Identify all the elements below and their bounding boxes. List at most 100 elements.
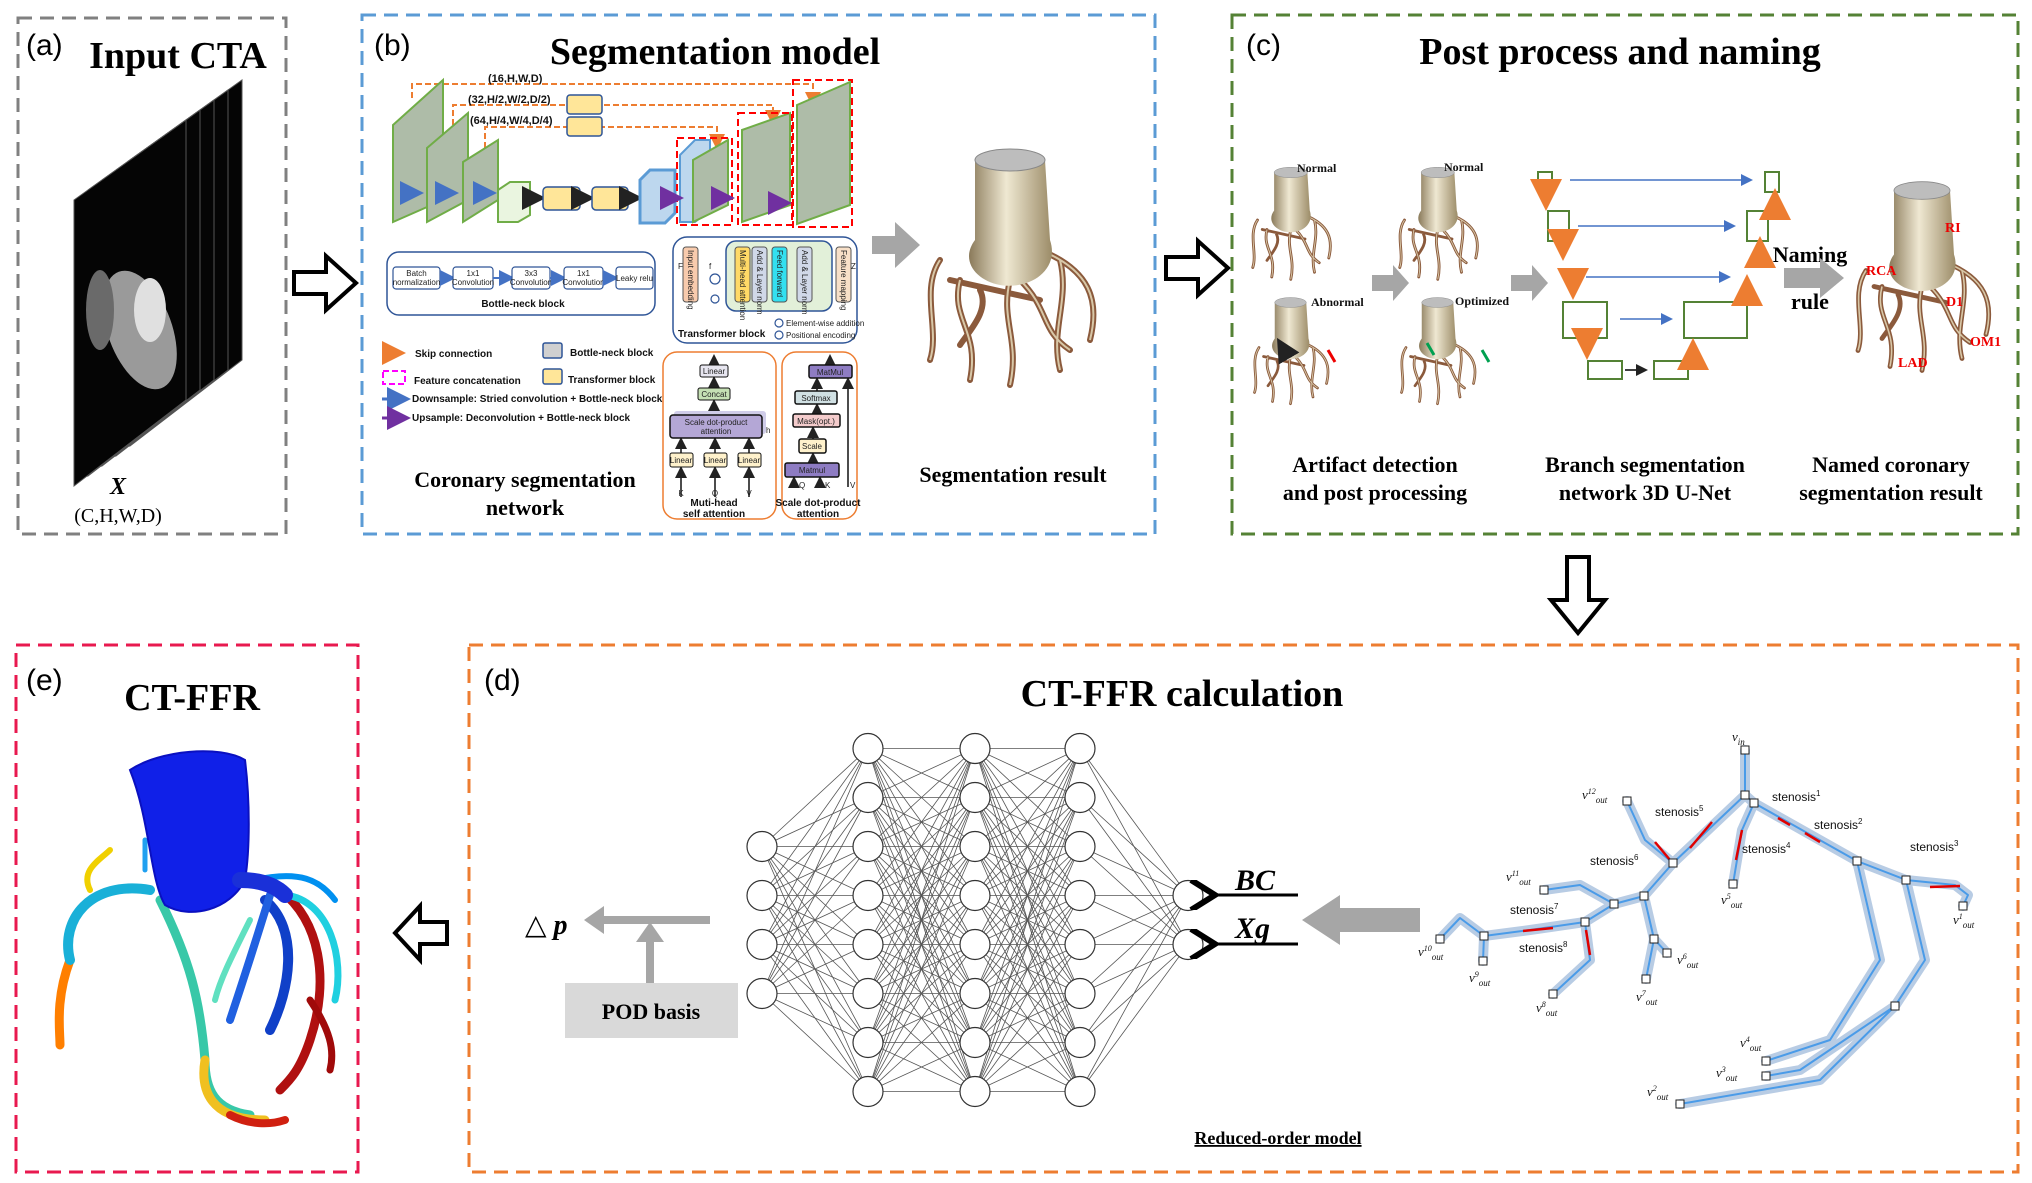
transformer-part [682,246,699,303]
unet-diagram: (16,H,W,D) (32,H/2,W/2,D/2) (64,H/4,W/4,… [392,73,853,228]
vessel-node [1478,956,1488,966]
branch-caption-1: Branch segmentation [1545,452,1745,477]
legend-bottleneck: Bottle-neck block [570,348,654,359]
transformer-part-label: Add & Layer norm [755,250,764,315]
transformer-part [796,246,813,303]
legend-positional-encoding: Positional encoding [786,331,855,340]
vessel-name-om1: OM1 [1970,335,2001,350]
network-caption-line2: network [486,495,565,520]
ct-contrast-region [134,278,166,342]
vessel-node [1548,989,1558,999]
nn-node [959,977,991,1010]
mhsa-linear-q: Linear [704,456,727,465]
sdpa-input-q: Q [799,481,805,490]
flow-variable-label: v5out [1721,892,1743,910]
input-shape: (C,H,W,D) [74,505,162,527]
fixed-arrow-icon [1425,342,1436,356]
stenosis-label: stenosis7 [1510,902,1559,917]
transformer-part-label: Feature mapping [839,250,848,310]
stenosis-segment [1654,841,1671,861]
normal-label-2: Normal [1444,160,1484,174]
vessel-centerline [1439,750,1746,940]
stenosis-label: stenosis4 [1742,841,1791,856]
hollow-arrow-right-icon [1164,236,1231,300]
tf-output-var: Z [851,262,856,271]
panel-d: (d) CT-FFR calculation △ p POD basis BC … [467,643,2020,1174]
panel-a-border [16,16,288,536]
panel-c-label: (c) [1246,29,1281,62]
mhsa-caption-1: Muti-head [690,498,737,509]
pod-basis-label: POD basis [602,999,701,1024]
mhsa-concat: Concat [701,390,727,399]
nn-edge [974,895,1081,1092]
nn-node [1064,781,1096,814]
sdpa-mask: Mask(opt.) [797,417,835,426]
flow-variable-label: v8out [1536,1000,1558,1018]
flow-variable-label: v10out [1418,944,1444,962]
legend-downsample: Downsample: Stried convolution + Bottle-… [412,394,663,405]
fixed-arrow-icon [1480,349,1491,363]
bottleneck-block-detail: Batchnormalization1x1Convolution3x3Convo… [386,251,656,316]
vessel-node [1580,917,1590,927]
pod-basis-box [565,983,738,1038]
nn-edge [761,748,869,994]
nn-node [959,928,991,961]
vessel-node [1890,1001,1900,1011]
flow-variable-label: v4out [1740,1035,1762,1053]
nn-edge [761,993,869,1092]
transformer-part-label: Add & Layer norm [800,250,809,315]
nn-edge [1079,895,1189,994]
vessel-node [1435,934,1445,944]
nn-node [959,830,991,863]
nn-edge [867,748,976,847]
nn-node [959,781,991,814]
branch-caption-2: network 3D U-Net [1559,480,1732,505]
transformer-part-label: Feed forward [775,250,784,297]
nn-node [746,830,778,863]
panel-a: (a) Input CTA X (C,H,W,D) [16,16,288,536]
transformer-part [734,246,751,303]
reduced-order-vessel-tree: stenosis1stenosis2stenosis3stenosis4sten… [1418,729,1975,1109]
nn-node [852,1075,884,1108]
sdpa-matmul-top: MatMul [817,368,843,377]
sdpa-input-k: K [825,481,831,490]
ct-lung-region [86,270,114,350]
panel-a-label: (a) [26,29,63,62]
nn-node [852,1026,884,1059]
mhsa-h: h [766,426,770,435]
stenosis-segment [1522,926,1554,933]
flow-variable-label: v7out [1636,989,1658,1007]
vessel-name-rca: RCA [1866,264,1897,279]
stenosis-label: stenosis6 [1590,853,1639,868]
bottleneck-step-label: Convolution [562,278,604,287]
vessel-centerline [1626,800,1674,864]
vessel-node [1761,1071,1771,1081]
sdpa-matmul: Matmul [799,466,825,475]
bottleneck-transformer-2 [591,186,629,211]
nn-node [746,977,778,1010]
normal-heart-render-2 [1398,165,1479,281]
sdpa-caption-2: attention [797,509,839,520]
tf-input-var: F [678,262,683,271]
mhsa-caption-2: self attention [683,509,745,520]
nn-edge [867,748,976,896]
nn-edge [761,748,869,945]
transformer-title: Transformer block [678,329,766,340]
nn-node [852,830,884,863]
vessel-node [1761,1056,1771,1066]
vessel-centerline [1543,884,1615,905]
transformer-legend-icon [542,368,563,385]
nn-edge [867,1042,976,1092]
nn-node [1064,928,1096,961]
nn-node [959,732,991,765]
encoder-box-4 [497,181,531,223]
artifact-caption-2: and post processing [1283,480,1467,505]
dim-label-2: (32,H/2,W/2,D/2) [468,94,551,106]
vessel-centerline [1679,1005,1896,1105]
nn-edge [867,993,976,1092]
nn-edge [1079,797,1189,896]
vessel-node [1609,899,1619,909]
nn-node [959,1075,991,1108]
stenosis-segment [1584,929,1592,956]
